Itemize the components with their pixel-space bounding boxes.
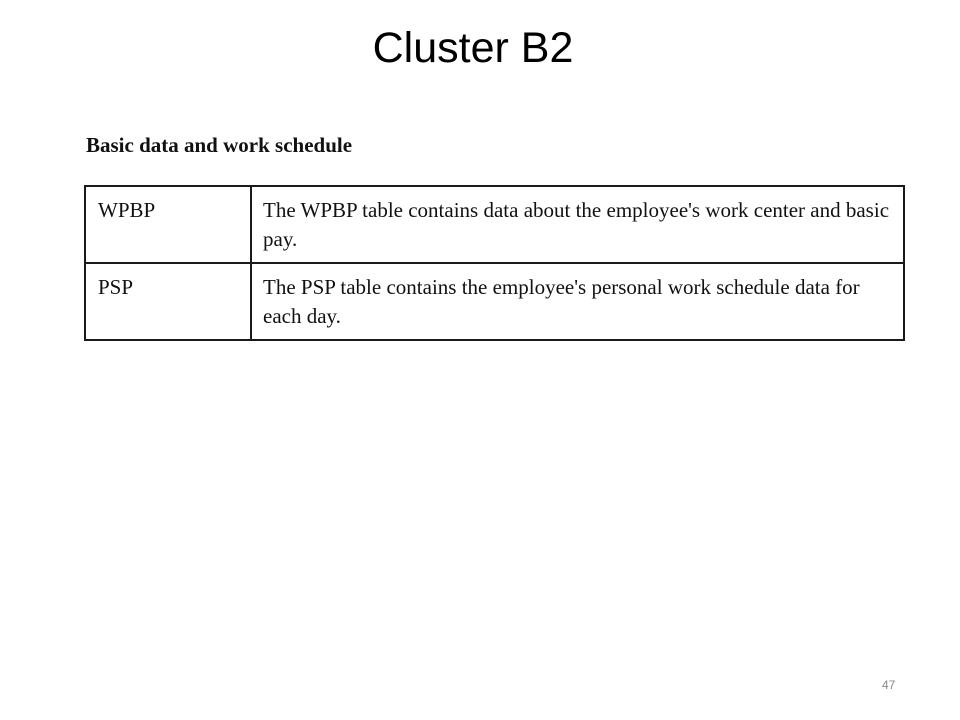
cluster-table: WPBP The WPBP table contains data about … xyxy=(84,185,905,341)
table-row: PSP The PSP table contains the employee'… xyxy=(84,262,905,341)
section-heading: Basic data and work schedule xyxy=(86,133,353,157)
table-name-cell: PSP xyxy=(84,262,252,341)
slide-title: Cluster B2 xyxy=(372,24,574,72)
table-name-cell: WPBP xyxy=(84,185,252,264)
table-description-cell: The WPBP table contains data about the e… xyxy=(250,185,905,264)
page-number: 47 xyxy=(882,678,896,692)
table-row: WPBP The WPBP table contains data about … xyxy=(84,185,905,264)
table-description-cell: The PSP table contains the employee's pe… xyxy=(250,262,905,341)
